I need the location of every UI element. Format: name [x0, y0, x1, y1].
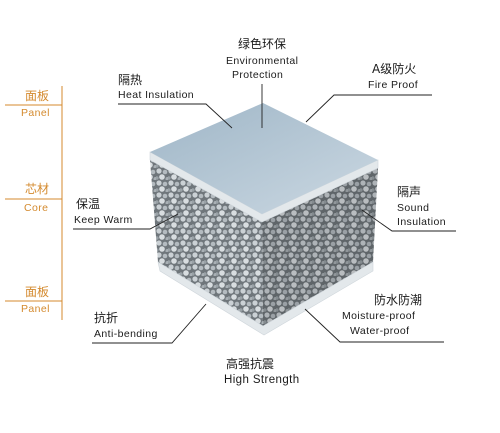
moisture-label-en2: Water-proof: [350, 325, 410, 337]
bottom-panel-label-en: Panel: [21, 303, 50, 315]
heat-label-zh: 隔热: [118, 73, 143, 87]
layer-bracket: [5, 86, 63, 320]
fire-label-zh: A级防火: [372, 62, 417, 76]
anti-bending-label-en: Anti-bending: [94, 328, 158, 340]
heat-label-en: Heat Insulation: [118, 89, 195, 101]
strength-label-en: High Strength: [224, 374, 300, 386]
anti-bending-label-zh: 抗折: [94, 311, 119, 325]
environmental-label-en1: Environmental: [226, 55, 299, 67]
fire-leader: [305, 94, 432, 123]
bottom-panel-label-zh: 面板: [25, 285, 50, 299]
keep-warm-label-zh: 保温: [76, 197, 101, 211]
strength-label-zh: 高强抗震: [226, 357, 275, 371]
core-label-en: Core: [24, 202, 49, 214]
moisture-leader: [304, 308, 444, 343]
moisture-label-zh: 防水防潮: [374, 293, 423, 307]
top-panel-label-en: Panel: [21, 107, 50, 119]
keep-warm-label-en: Keep Warm: [74, 214, 133, 226]
top-panel-surface: [150, 103, 378, 214]
sound-label-en1: Sound: [397, 202, 430, 214]
panel-cube: [149, 103, 379, 336]
core-right-shade: [262, 168, 378, 326]
sound-leader: [361, 209, 456, 232]
environmental-label-en2: Protection: [232, 69, 284, 81]
sound-label-zh: 隔声: [397, 185, 422, 199]
sound-label-en2: Insulation: [397, 216, 446, 228]
bottom-panel-strip: [157, 261, 374, 336]
top-panel-label-zh: 面板: [25, 89, 50, 103]
core-right-face: [262, 168, 378, 326]
moisture-label-en1: Moisture-proof: [342, 310, 416, 322]
core-left-face: [150, 160, 263, 326]
anti-bending-leader: [92, 303, 207, 344]
heat-leader: [118, 103, 233, 129]
fire-label-en: Fire Proof: [368, 79, 419, 91]
core-label-zh: 芯材: [25, 182, 50, 196]
environmental-label-zh: 绿色环保: [238, 37, 287, 51]
keep-warm-leader: [73, 213, 179, 230]
